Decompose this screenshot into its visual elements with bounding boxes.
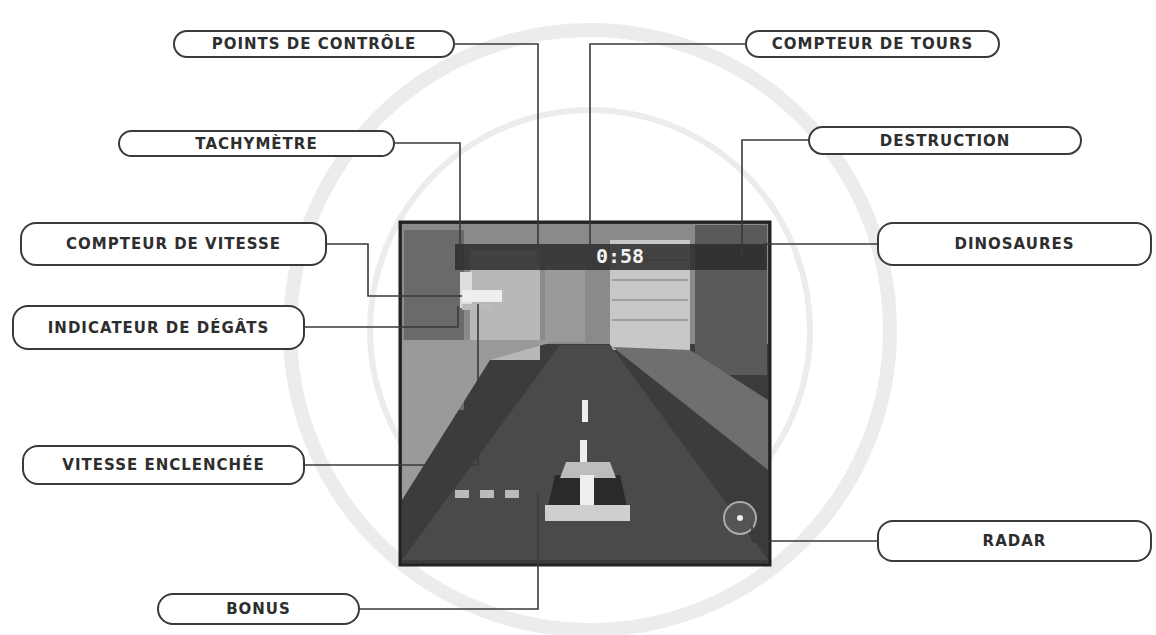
callout-text: TACHYMÈTRE (195, 135, 317, 153)
callout-text: DINOSAURES (954, 235, 1074, 253)
callout-text: DESTRUCTION (880, 132, 1011, 150)
leader-lines (305, 44, 877, 609)
tachometer-label: TACHYMÈTRE (118, 130, 395, 157)
callout-text: COMPTEUR DE VITESSE (66, 235, 281, 253)
callout-text: BONUS (226, 600, 291, 618)
damage-label: INDICATEUR DE DÉGÂTS (12, 305, 305, 350)
destruction-label: DESTRUCTION (808, 126, 1082, 155)
watermark (290, 30, 890, 630)
callout-text: VITESSE ENCLENCHÉE (62, 456, 264, 474)
dinosaur-label: DINOSAURES (877, 222, 1152, 266)
car (545, 462, 630, 521)
callout-text: POINTS DE CONTRÔLE (212, 35, 417, 53)
callout-text: COMPTEUR DE TOURS (772, 35, 974, 53)
checkpoint-label: POINTS DE CONTRÔLE (173, 30, 455, 58)
screenshot (400, 222, 770, 565)
bonus-label: BONUS (157, 593, 360, 625)
radar-label: RADAR (877, 520, 1152, 562)
speedometer-label: COMPTEUR DE VITESSE (20, 222, 327, 266)
lap-counter-label: COMPTEUR DE TOURS (745, 30, 1000, 58)
hud-timer: 0:58 (596, 244, 644, 268)
callout-text: RADAR (983, 532, 1047, 550)
gear-label: VITESSE ENCLENCHÉE (22, 445, 305, 485)
callout-text: INDICATEUR DE DÉGÂTS (48, 319, 269, 337)
